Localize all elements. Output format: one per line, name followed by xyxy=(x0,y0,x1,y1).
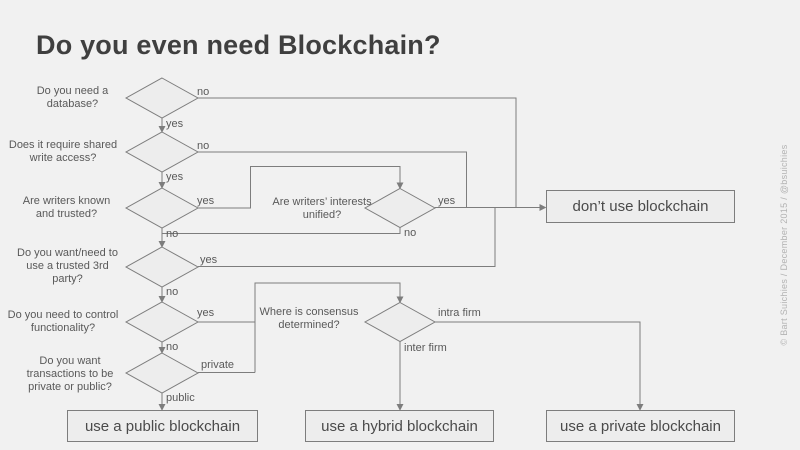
decision-database-diamond xyxy=(124,77,200,119)
edge-to-consensus xyxy=(254,282,404,373)
decision-third-party-diamond xyxy=(124,246,200,288)
label-control-yes: yes xyxy=(197,307,215,319)
label-shared-write-yes: yes xyxy=(166,171,184,183)
page-title: Do you even need Blockchain? xyxy=(36,30,441,60)
decision-txn-diamond xyxy=(124,352,200,394)
label-database-yes: yes xyxy=(166,118,184,130)
decision-control-diamond xyxy=(124,301,200,343)
label-interests-no: no xyxy=(404,227,417,239)
decision-writers-known-diamond xyxy=(124,187,200,229)
outcome-private-blockchain: use a private blockchain xyxy=(546,410,735,442)
edge-database-no xyxy=(198,97,517,208)
credit-watermark: © Bart Suichies / December 2015 / @bsuic… xyxy=(779,144,789,346)
question-consensus: Where is consensus determined? xyxy=(259,306,359,331)
question-private-or-public: Do you want transactions to be private o… xyxy=(26,355,114,393)
question-control-functionality: Do you need to control functionality? xyxy=(7,309,119,334)
edge-writers-known-yes xyxy=(198,166,404,209)
question-shared-write: Does it require shared write access? xyxy=(8,139,118,164)
decision-consensus-diamond xyxy=(363,301,437,343)
outcome-hybrid-blockchain: use a hybrid blockchain xyxy=(305,410,494,442)
outcome-public-blockchain: use a public blockchain xyxy=(67,410,258,442)
edge-shared-write-no xyxy=(198,151,467,208)
decision-interests-diamond xyxy=(363,187,437,229)
label-txn-public: public xyxy=(166,392,195,404)
edge-consensus-intra xyxy=(435,321,644,411)
question-writers-known: Are writers known and trusted? xyxy=(22,195,111,220)
label-interests-yes: yes xyxy=(438,195,456,207)
question-interests-unified: Are writers’ interests unified? xyxy=(272,196,372,221)
label-third-party-yes: yes xyxy=(200,254,218,266)
label-writers-known-no: no xyxy=(166,228,179,240)
label-writers-known-yes: yes xyxy=(197,195,215,207)
label-third-party-no: no xyxy=(166,286,179,298)
label-database-no: no xyxy=(197,86,210,98)
label-consensus-inter: inter firm xyxy=(404,342,447,354)
decision-shared-write-diamond xyxy=(124,131,200,173)
question-third-party: Do you want/need to use a trusted 3rd pa… xyxy=(17,247,118,285)
label-txn-private: private xyxy=(201,359,235,371)
label-control-no: no xyxy=(166,341,179,353)
outcome-dont-use-blockchain: don’t use blockchain xyxy=(546,190,735,223)
label-consensus-intra: intra firm xyxy=(438,307,481,319)
edge-interests-no xyxy=(162,227,401,234)
edge-third-party-yes xyxy=(198,207,496,267)
label-shared-write-no: no xyxy=(197,140,210,152)
question-database: Do you need a database? xyxy=(36,85,109,110)
